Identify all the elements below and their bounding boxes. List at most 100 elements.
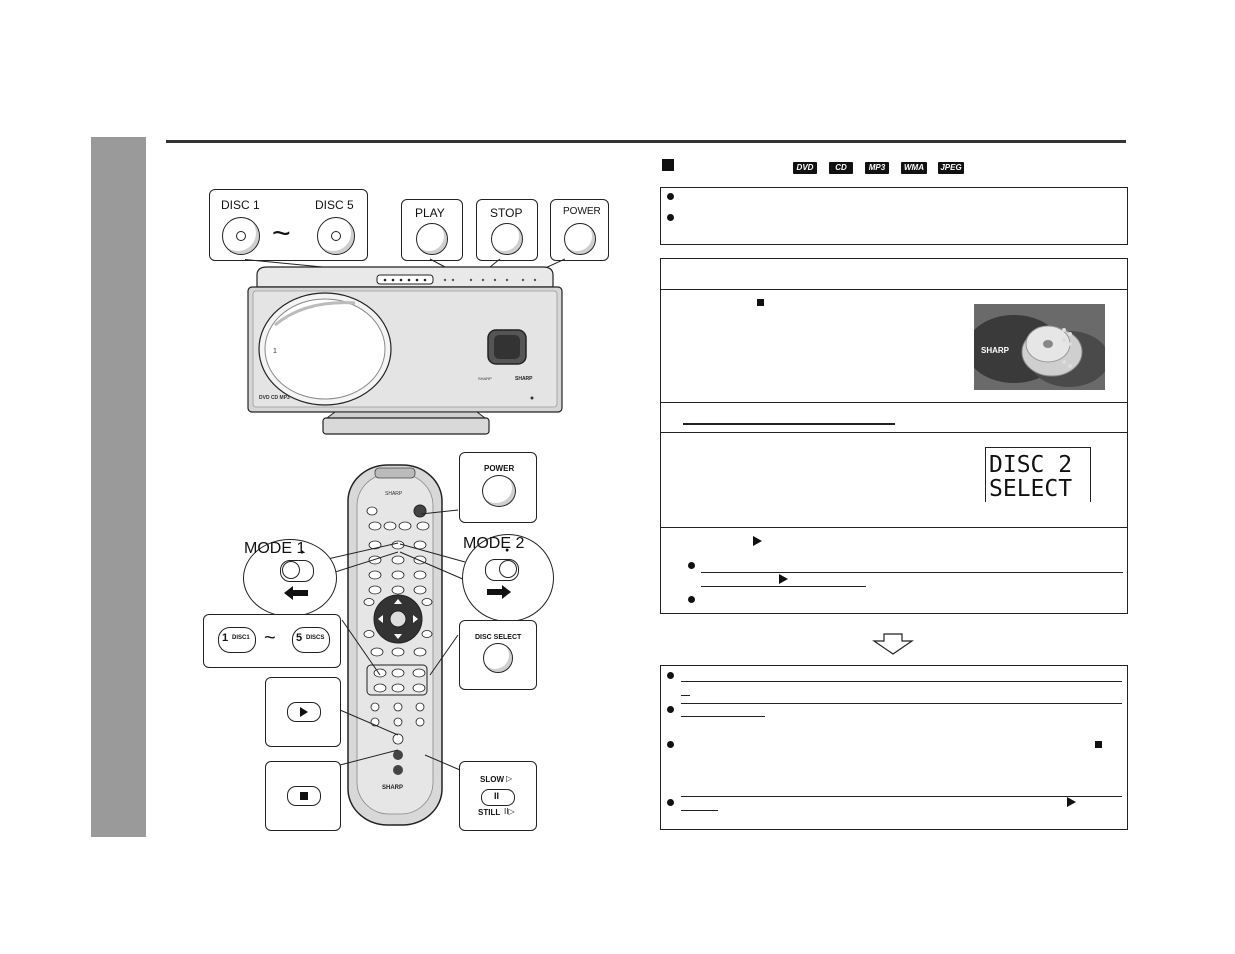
disc-select-display: DISC 2 SELECT (985, 447, 1091, 502)
range-tilde: ~ (272, 215, 291, 251)
remote-control-illustration: SHARP SHARP (347, 464, 443, 826)
bottom-notes-box (660, 665, 1128, 830)
note-underline (681, 810, 718, 811)
stop-square-icon (757, 299, 764, 306)
stop-label: STOP (490, 206, 523, 220)
bullet (667, 799, 674, 806)
disc-buttons-callout: DISC 1 DISC 5 ~ (209, 189, 368, 261)
disc1-label: DISC1 (232, 635, 250, 641)
bullet (667, 214, 674, 221)
bullet (667, 672, 674, 679)
play-button[interactable] (416, 223, 448, 255)
format-badge-dvd: DVD (793, 162, 817, 174)
left-arrow-icon (284, 586, 308, 600)
down-arrow-outline-icon (872, 633, 914, 655)
bullet (667, 741, 674, 748)
play-triangle-icon (753, 536, 762, 546)
svg-text:1: 1 (273, 348, 277, 355)
note-underline (681, 695, 690, 696)
step-divider (661, 527, 1127, 528)
section-square-icon (662, 159, 674, 171)
still-label: STILL (478, 808, 501, 817)
remote-stop-button[interactable] (287, 786, 321, 806)
note-underline (701, 572, 1123, 573)
mode1-switch[interactable] (280, 560, 314, 582)
format-badge-wma: WMA (901, 162, 927, 174)
pause-still-button[interactable]: II (481, 789, 515, 806)
remote-power-callout: POWER (459, 452, 537, 523)
disc-select-button[interactable] (483, 643, 513, 673)
disc-last-label: DISC 5 (315, 198, 354, 212)
disc-icon (236, 231, 246, 241)
pause-icon: II (494, 791, 500, 801)
svg-text:SHARP: SHARP (382, 785, 403, 791)
note-underline (681, 681, 1122, 682)
mode2-switch[interactable] (485, 559, 519, 581)
remote-range-tilde: ~ (264, 627, 276, 649)
side-tab (91, 137, 146, 837)
display-line-2: SELECT (989, 476, 1073, 502)
disc5-number: 5 (296, 632, 303, 644)
play-triangle-icon (300, 707, 308, 717)
photo-brand: SHARP (981, 346, 1010, 355)
slow-icon: ▷ (506, 774, 513, 783)
format-badge-cd: CD (829, 162, 853, 174)
mode-dot: ● (505, 547, 510, 554)
still-icon: II▷ (504, 807, 515, 816)
disc1-number: 1 (222, 632, 229, 644)
note-underline (701, 586, 866, 587)
main-unit-illustration: 1 SHARP SHARP DVD CD MP3 (245, 258, 565, 435)
svg-text:SHARP: SHARP (385, 491, 403, 497)
remote-disc1-button[interactable]: 1 DISC1 (218, 627, 256, 653)
svg-text:SHARP: SHARP (478, 376, 492, 381)
play-triangle-icon (779, 574, 788, 584)
display-line-1: DISC 2 (989, 452, 1073, 478)
notes-box (660, 187, 1128, 245)
power-button-callout: POWER (550, 199, 609, 261)
note-underline (681, 716, 765, 717)
format-badge-jpeg: JPEG (938, 162, 964, 174)
bullet (667, 193, 674, 200)
remote-power-button[interactable] (482, 475, 516, 507)
disc-icon (331, 231, 341, 241)
stop-square-icon (300, 792, 308, 800)
step-divider (661, 432, 1127, 433)
disc-1-button[interactable] (222, 217, 260, 255)
disc-select-callout: DISC SELECT (459, 620, 537, 690)
play-button-callout: PLAY (401, 199, 463, 261)
slow-still-callout: SLOW ▷ II STILL II▷ (459, 761, 537, 831)
mode2-label: MODE 2 (463, 535, 525, 552)
step-divider (661, 402, 1127, 403)
disc5-label: DISCS (306, 635, 325, 641)
stop-square-icon (1095, 741, 1102, 748)
disc-first-label: DISC 1 (221, 198, 260, 212)
svg-text:SHARP: SHARP (515, 376, 533, 382)
disc-5-button[interactable] (317, 217, 355, 255)
disc-select-label: DISC SELECT (475, 634, 522, 641)
remote-play-callout (265, 677, 341, 747)
step-divider (661, 289, 1127, 290)
remote-disc5-button[interactable]: 5 DISCS (292, 627, 330, 653)
remote-play-button[interactable] (287, 702, 321, 722)
remote-stop-callout (265, 761, 341, 831)
mode2-callout: ● MODE 2 (462, 534, 554, 622)
note-underline (681, 796, 1122, 797)
right-arrow-icon (487, 585, 511, 599)
bullet (688, 596, 695, 603)
note-underline (681, 703, 1122, 704)
remote-power-label: POWER (484, 464, 515, 473)
svg-text:DVD CD MP3: DVD CD MP3 (259, 395, 290, 401)
bullet (688, 562, 695, 569)
remote-disc-buttons-callout: 1 DISC1 ~ 5 DISCS (203, 614, 341, 668)
bullet (667, 706, 674, 713)
header-rule (166, 140, 1126, 143)
format-badge-mp3: MP3 (865, 162, 889, 174)
stop-button[interactable] (491, 223, 523, 255)
power-button[interactable] (564, 223, 596, 255)
slow-label: SLOW (480, 775, 504, 784)
mode1-callout: MODE 1 ● (243, 539, 337, 617)
mode1-label: MODE 1 (244, 540, 306, 557)
play-label: PLAY (415, 206, 445, 220)
stop-button-callout: STOP (476, 199, 538, 261)
power-label: POWER (563, 206, 601, 217)
